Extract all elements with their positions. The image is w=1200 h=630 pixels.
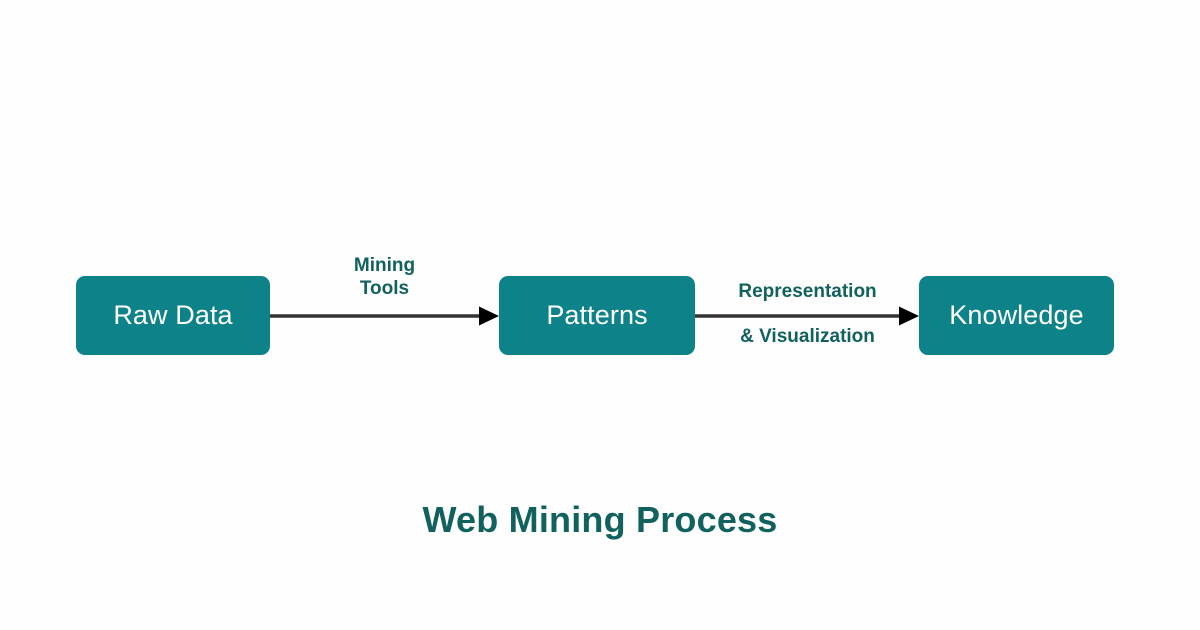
process-node-knowledge[interactable]: Knowledge [919, 276, 1114, 355]
edge-label-text: & Visualization [740, 326, 875, 347]
edge-label-mining-tools: Mining Tools [270, 254, 499, 300]
arrow-right-icon [695, 306, 919, 326]
edge-label-line-1: Mining [353, 255, 416, 276]
process-node-raw-data[interactable]: Raw Data [76, 276, 270, 355]
process-node-patterns[interactable]: Patterns [499, 276, 695, 355]
connector-patterns-to-knowledge [695, 304, 919, 328]
figure-caption: Web Mining Process [422, 499, 778, 540]
arrow-right-icon [270, 306, 499, 326]
edge-label-text: Representation [738, 281, 877, 302]
edge-label-visualization: & Visualization [700, 325, 915, 348]
edge-label-line-2: Tools [359, 278, 410, 300]
connector-raw-data-to-patterns [270, 304, 499, 328]
process-node-label: Raw Data [113, 300, 233, 330]
edge-label-representation: Representation [700, 280, 915, 303]
process-node-label: Knowledge [949, 300, 1084, 330]
process-node-label: Patterns [546, 300, 648, 330]
